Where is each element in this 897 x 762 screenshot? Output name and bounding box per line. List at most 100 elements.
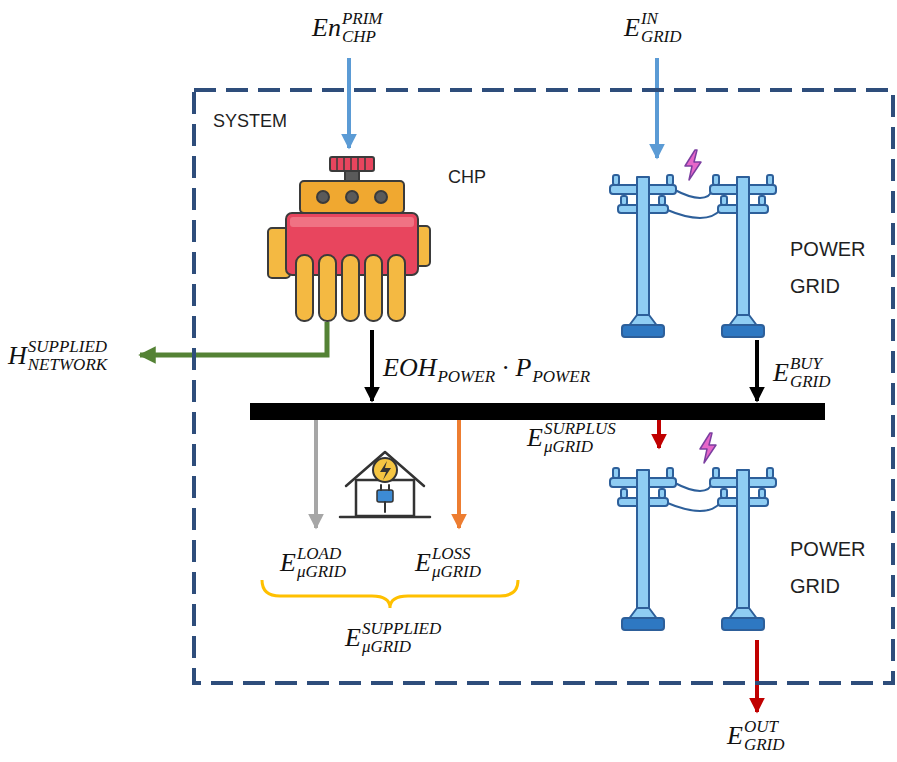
subscript: POWER	[437, 368, 495, 386]
flow-arrow-part	[457, 420, 461, 528]
script-stack: POWER	[532, 350, 590, 386]
script-spacer	[437, 350, 495, 368]
lightning-symbol-part	[685, 150, 701, 180]
math-symbol: E	[280, 550, 296, 576]
math-symbol: En	[312, 15, 341, 41]
math-symbol: E	[624, 15, 640, 41]
script-stack: OUTGRID	[744, 718, 785, 754]
superscript: BUY	[790, 355, 831, 373]
script-spacer	[532, 350, 590, 368]
load-house-icon-part	[340, 516, 430, 519]
lightning-symbol-part	[700, 433, 716, 463]
power-grid-icon-part	[610, 175, 776, 337]
subscript: μGRID	[544, 438, 616, 456]
chp-engine-icon-part	[317, 191, 329, 203]
superscript: PRIM	[342, 10, 383, 28]
superscript: IN	[641, 10, 682, 28]
power-grid-icon	[610, 175, 776, 630]
chp-engine-icon-part	[342, 255, 359, 321]
curly-brace	[262, 580, 518, 608]
power-grid: POWER GRID	[608, 450, 880, 645]
node-label: SYSTEM	[213, 110, 287, 132]
bus-bar	[250, 403, 825, 420]
chp-unit: CHP	[265, 150, 490, 330]
script-stack: SUPPLIEDNETWORK	[28, 338, 107, 374]
subscript: μGRID	[297, 563, 346, 581]
script-stack: SUPPLIEDμGRID	[362, 620, 441, 656]
dashed-boundary	[192, 88, 895, 685]
chp-engine-icon-part	[388, 255, 405, 321]
chp-engine-icon-part	[337, 157, 365, 171]
math-label: HSUPPLIEDNETWORK	[8, 338, 107, 374]
subscript: CHP	[342, 28, 383, 46]
math-label: ESURPLUSμGRID	[527, 420, 616, 456]
script-stack: BUYGRID	[790, 355, 831, 391]
system-boundary: SYSTEM CHP POWER GRID POWER GRID	[192, 88, 895, 685]
chp-engine-icon-part	[345, 171, 359, 181]
chp-engine-icon-part	[300, 181, 404, 213]
chp-engine-icon	[268, 157, 430, 321]
math-symbol: P	[516, 355, 532, 381]
node-label: CHP	[448, 166, 486, 188]
subscript: GRID	[790, 373, 831, 391]
superscript: LOAD	[297, 545, 346, 563]
chp-engine-icon-part	[330, 157, 374, 171]
flow-arrow-part	[140, 322, 327, 355]
chp-engine-icon-part	[296, 255, 313, 321]
chp-engine-icon-part	[346, 191, 358, 203]
load-house-icon-part	[373, 458, 397, 482]
script-stack: PRIMCHP	[342, 10, 383, 46]
flow-arrow-part	[655, 58, 659, 158]
subscript: GRID	[641, 28, 682, 46]
math-symbol: H	[8, 343, 27, 369]
script-stack: POWER	[437, 350, 495, 386]
power-grid: POWER GRID	[608, 160, 880, 340]
script-stack: LOADμGRID	[297, 545, 346, 581]
superscript: OUT	[744, 718, 785, 736]
math-symbol: E	[345, 625, 361, 651]
math-label: EOUTGRID	[727, 718, 785, 754]
subscript: μGRID	[432, 563, 481, 581]
math-symbol: EOH	[383, 355, 436, 381]
math-symbol: ·	[502, 355, 509, 381]
flow-arrow-part	[657, 420, 661, 448]
flow-arrow-part	[755, 340, 759, 401]
math-label: ELOADμGRID	[280, 545, 346, 581]
math-label: EOHPOWER·PPOWER	[383, 350, 590, 386]
node-label: POWER GRID	[790, 231, 874, 305]
chp-engine-icon-part	[319, 255, 336, 321]
math-symbol: E	[415, 550, 431, 576]
superscript: SUPPLIED	[28, 338, 107, 356]
superscript: SUPPLIED	[362, 620, 441, 638]
chp-engine-icon-part	[290, 217, 414, 227]
load-house-icon-part	[356, 480, 414, 516]
superscript: SURPLUS	[544, 420, 616, 438]
power-grid-icon-part	[610, 468, 776, 630]
load-house-icon-part	[380, 461, 391, 480]
math-label: EINGRID	[624, 10, 682, 46]
superscript: LOSS	[432, 545, 481, 563]
flow-arrow-part	[755, 640, 759, 712]
subscript: NETWORK	[28, 356, 107, 374]
chp-engine-icon-part	[365, 255, 382, 321]
subscript: GRID	[744, 736, 785, 754]
math-symbol: E	[727, 723, 743, 749]
math-label: EBUYGRID	[773, 355, 831, 391]
math-label: EnPRIMCHP	[312, 10, 382, 46]
load-house-icon	[340, 452, 430, 517]
flow-arrow-part	[314, 420, 318, 528]
flow-arrow-part	[370, 330, 374, 401]
math-symbol: E	[773, 360, 789, 386]
math-label: ESUPPLIEDμGRID	[345, 620, 441, 656]
script-stack: LOSSμGRID	[432, 545, 481, 581]
flow-arrow-part	[347, 58, 351, 148]
dashed-boundary-line	[194, 90, 893, 683]
math-symbol: E	[527, 425, 543, 451]
flow-arrow	[140, 58, 757, 712]
script-stack: SURPLUSμGRID	[544, 420, 616, 456]
math-label: ELOSSμGRID	[415, 545, 481, 581]
load-house-icon-part	[346, 452, 424, 486]
subscript: POWER	[532, 368, 590, 386]
subscript: μGRID	[362, 638, 441, 656]
